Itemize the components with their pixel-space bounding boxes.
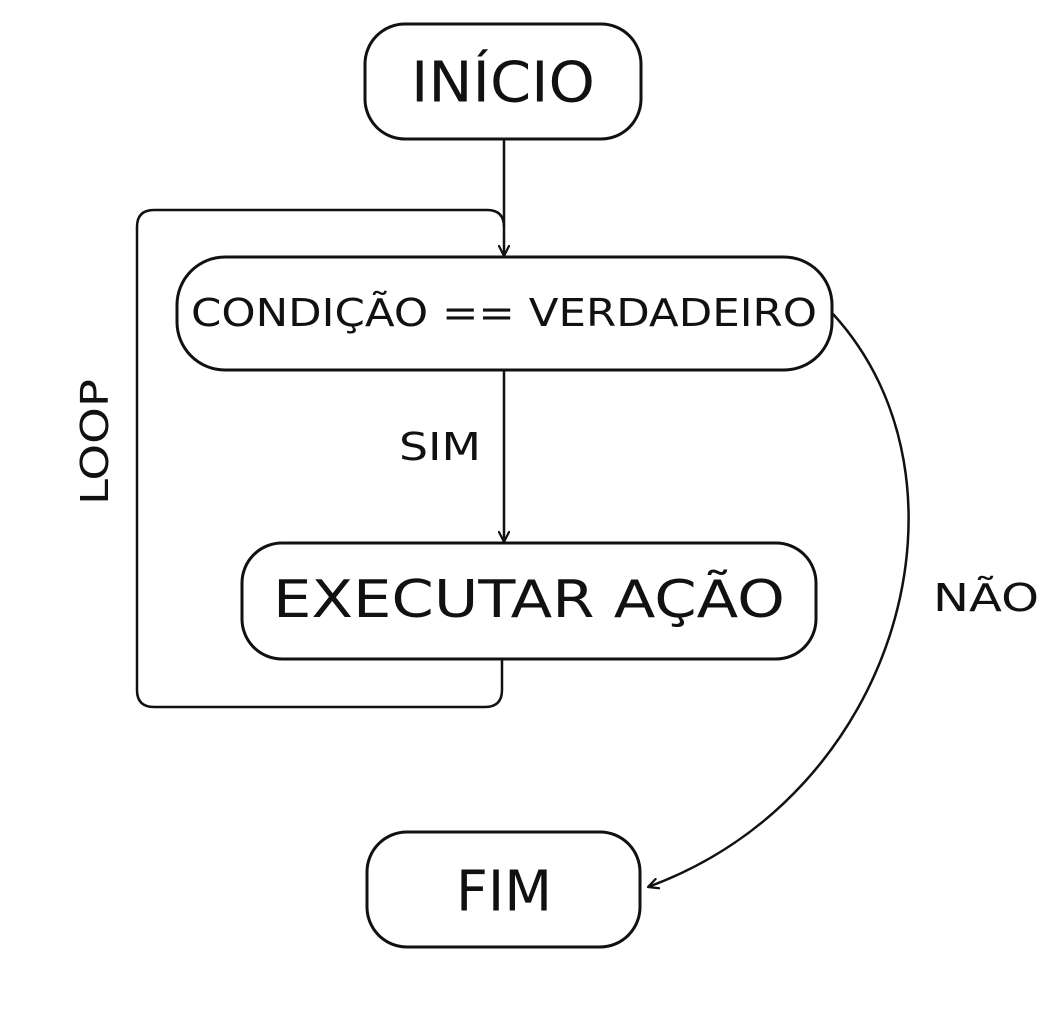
- start-node: INÍCIO: [363, 22, 643, 141]
- condition-to-end-arrow: [648, 313, 910, 887]
- action-node: EXECUTAR AÇÃO: [240, 541, 818, 661]
- condition-node: CONDIÇÃO == VERDADEIRO: [175, 255, 834, 372]
- start-node-box: [363, 22, 643, 141]
- end-node: FIM: [365, 830, 642, 949]
- end-node-label: FIM: [456, 860, 552, 925]
- action-node-box: [240, 541, 818, 661]
- condition-node-label: CONDIÇÃO == VERDADEIRO: [191, 291, 817, 335]
- start-node-label: INÍCIO: [411, 50, 595, 116]
- condition-node-box: [175, 255, 834, 372]
- no-edge-label: NÃO: [933, 576, 1039, 620]
- loop-connector: [135, 208, 506, 709]
- loop-label: LOOP: [73, 379, 117, 505]
- end-node-box: [365, 830, 642, 949]
- yes-edge-label: SIM: [399, 425, 481, 469]
- action-node-label: EXECUTAR AÇÃO: [273, 569, 785, 630]
